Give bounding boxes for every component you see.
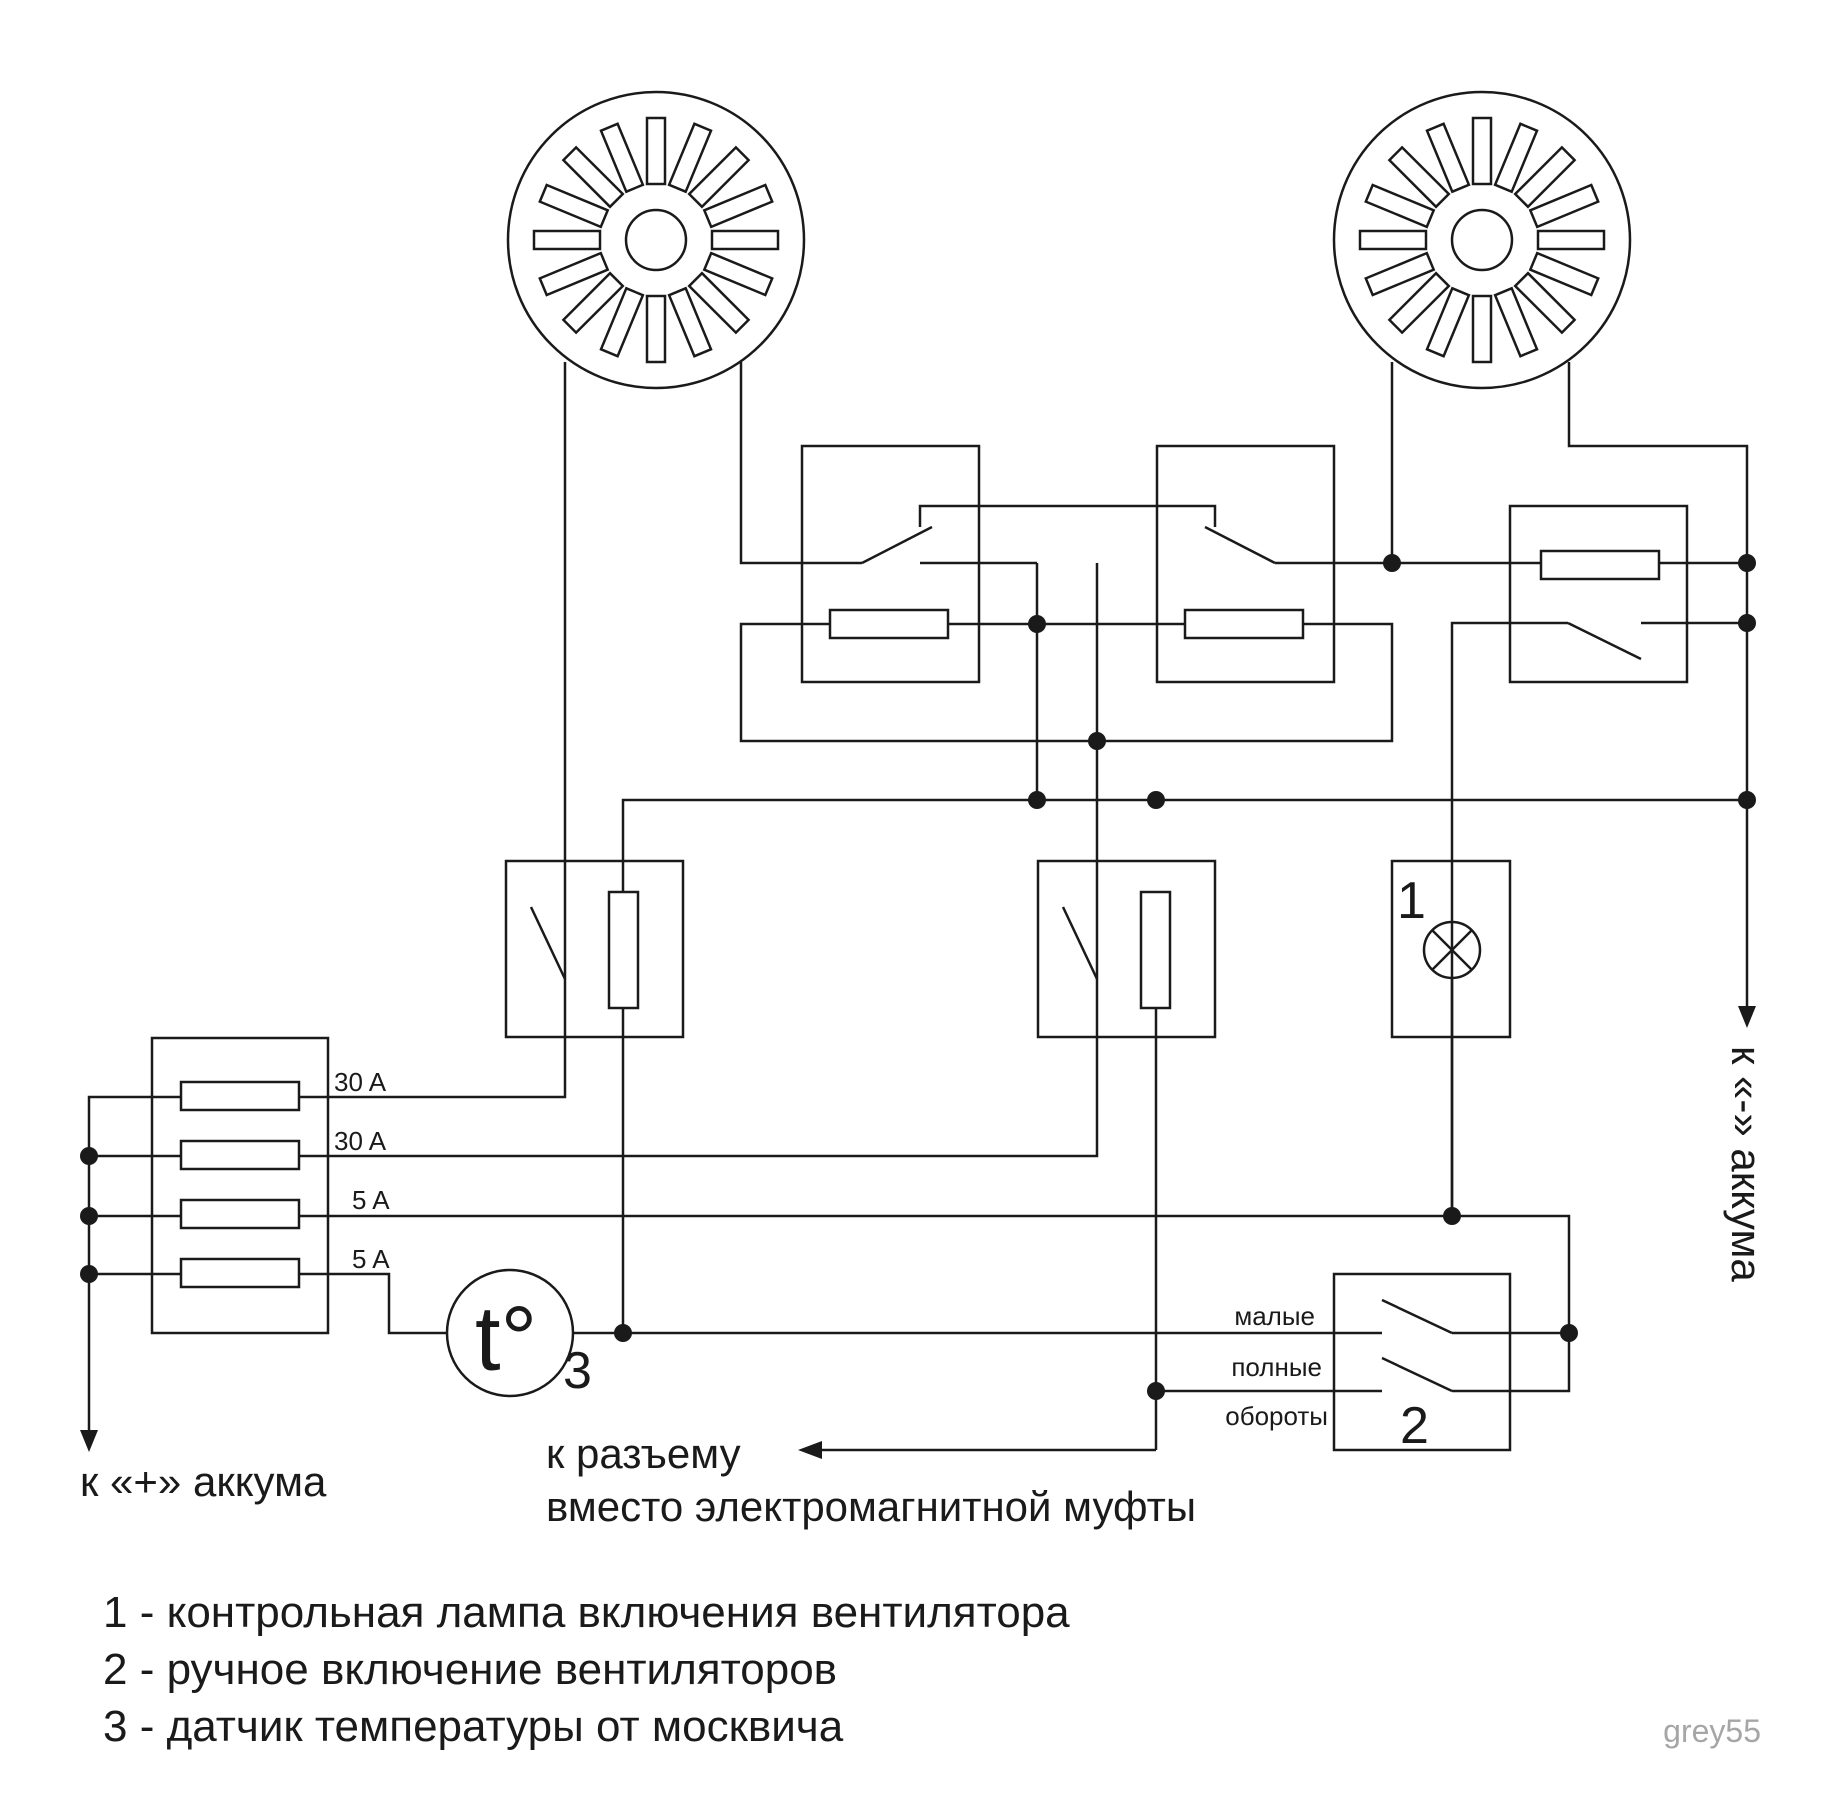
fan-blade bbox=[1493, 286, 1539, 358]
legend-item-1: 1 - контрольная лампа включения вентилят… bbox=[103, 1588, 1070, 1637]
fan-blade bbox=[702, 251, 774, 297]
fan-blade bbox=[1513, 271, 1577, 335]
fuse-rating-2: 30 A bbox=[334, 1126, 387, 1156]
fuse bbox=[179, 1080, 301, 1112]
fan-blade bbox=[1493, 122, 1539, 194]
relay-coil bbox=[828, 608, 950, 640]
fuse-rating-1: 30 A bbox=[334, 1067, 387, 1097]
relay-coil bbox=[1539, 549, 1661, 581]
sensor-symbol: t° bbox=[475, 1288, 537, 1390]
fan-blade bbox=[1425, 286, 1471, 358]
fan-blade bbox=[1536, 229, 1606, 251]
relay-bottom-middle bbox=[1036, 859, 1217, 1039]
author-watermark: grey55 bbox=[1663, 1713, 1761, 1749]
fan-blade bbox=[1425, 122, 1471, 194]
switch-label-full-2: обороты bbox=[1225, 1401, 1328, 1431]
arrow-connector bbox=[798, 1441, 822, 1459]
fan-blade bbox=[538, 251, 610, 297]
relay-top-right bbox=[1508, 504, 1689, 684]
fan-blade bbox=[1358, 229, 1428, 251]
arrow-plus bbox=[80, 1430, 98, 1452]
fuse-box bbox=[150, 1036, 330, 1335]
fuse bbox=[179, 1257, 301, 1289]
lamp-marker: 1 bbox=[1397, 872, 1426, 930]
fan-blade bbox=[667, 286, 713, 358]
fuse-rating-4: 5 A bbox=[352, 1244, 390, 1274]
fan-blade bbox=[561, 145, 625, 209]
fuse bbox=[179, 1139, 301, 1171]
fan-blade bbox=[702, 183, 774, 229]
terminal-connector-2: вместо электромагнитной муфты bbox=[546, 1483, 1196, 1530]
fan-blade bbox=[645, 294, 667, 364]
fan-left bbox=[506, 90, 806, 390]
relay-coil bbox=[1183, 608, 1305, 640]
sensor-marker: 3 bbox=[563, 1342, 592, 1400]
fan-blade bbox=[532, 229, 602, 251]
terminal-plus: к «+» аккума bbox=[80, 1458, 327, 1505]
relay-coil bbox=[1139, 890, 1172, 1010]
fan-blade bbox=[561, 271, 625, 335]
arrow-minus bbox=[1738, 1006, 1756, 1028]
fan-blade bbox=[687, 145, 751, 209]
switch-label-full-1: полные bbox=[1231, 1352, 1322, 1382]
legend-item-2: 2 - ручное включение вентиляторов bbox=[103, 1645, 837, 1694]
fan-blade bbox=[667, 122, 713, 194]
fan-blade bbox=[1471, 116, 1493, 186]
switch-marker: 2 bbox=[1400, 1397, 1429, 1455]
fan-blade bbox=[538, 183, 610, 229]
fan-blade bbox=[1528, 251, 1600, 297]
fan-blade bbox=[1364, 251, 1436, 297]
fan-blade bbox=[687, 271, 751, 335]
fan-blade bbox=[599, 122, 645, 194]
fan-blade bbox=[1387, 271, 1451, 335]
fuse-rating-3: 5 A bbox=[352, 1185, 390, 1215]
fuse bbox=[179, 1198, 301, 1230]
terminal-connector-1: к разъему bbox=[546, 1430, 741, 1477]
fan-blade bbox=[645, 116, 667, 186]
switch-label-low: малые bbox=[1234, 1301, 1315, 1331]
manual-switch bbox=[1332, 1272, 1512, 1452]
relay-top-left bbox=[800, 444, 981, 684]
relay-top-middle bbox=[1155, 444, 1336, 684]
terminal-minus: к «-» аккума bbox=[1723, 1046, 1770, 1282]
fan-blade bbox=[1528, 183, 1600, 229]
fan-blade bbox=[1513, 145, 1577, 209]
relay-coil bbox=[607, 890, 640, 1010]
fan-blade bbox=[599, 286, 645, 358]
fan-right bbox=[1332, 90, 1632, 390]
junction-dots bbox=[80, 554, 1756, 1400]
legend-item-3: 3 - датчик температуры от москвича bbox=[103, 1702, 844, 1751]
fan-blade bbox=[710, 229, 780, 251]
fan-blade bbox=[1387, 145, 1451, 209]
fan-blade bbox=[1471, 294, 1493, 364]
relay-bottom-left bbox=[504, 859, 685, 1039]
fan-blade bbox=[1364, 183, 1436, 229]
wires bbox=[87, 362, 1749, 1452]
